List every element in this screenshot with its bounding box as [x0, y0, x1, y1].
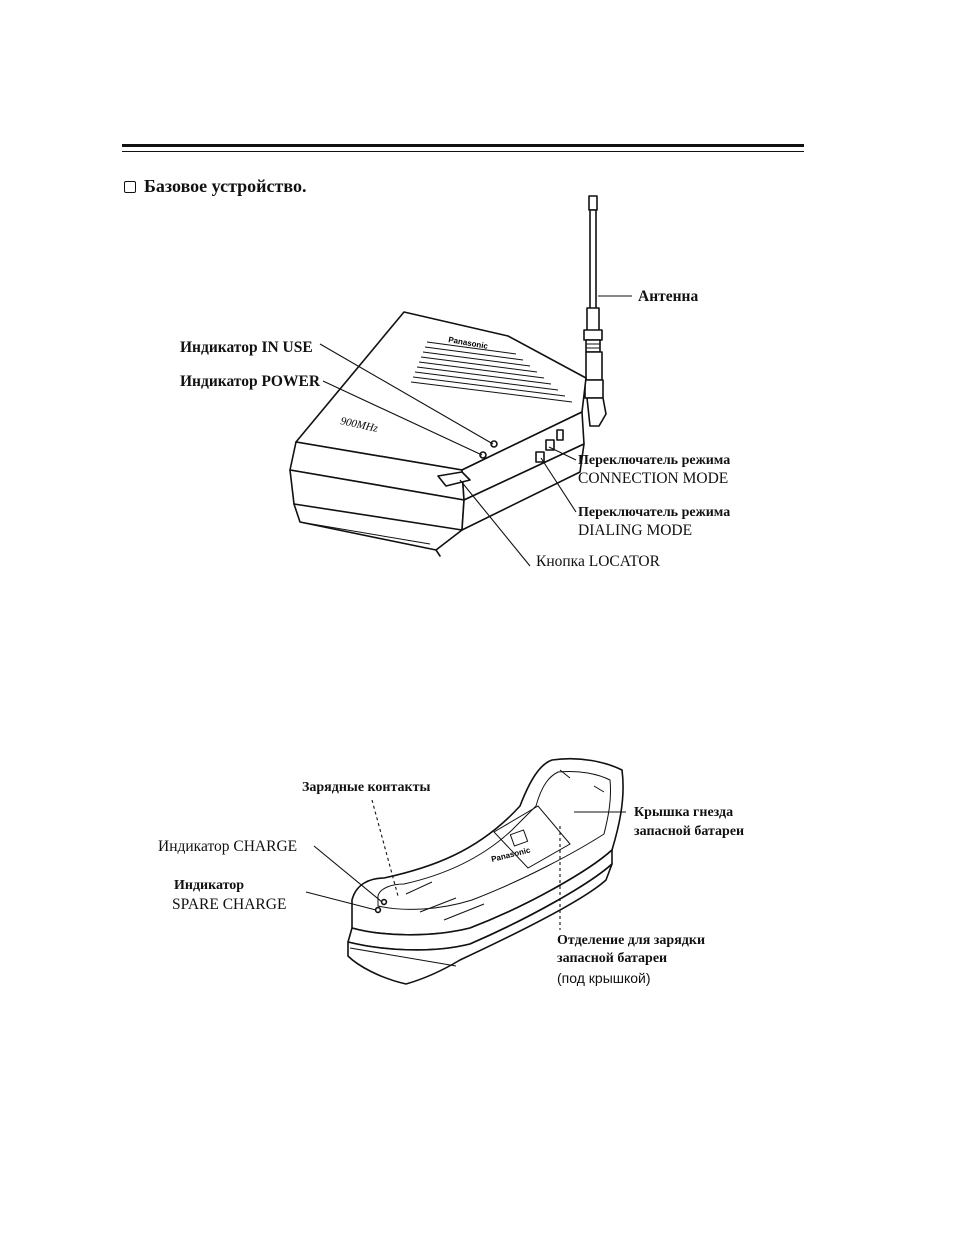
connection-mode-switch[interactable]	[545, 439, 555, 451]
label-spare-indicator-line1: Индикатор	[174, 878, 245, 893]
label-connection-mode-line2: CONNECTION MODE	[578, 470, 729, 487]
label-connection-mode-line1: Переключатель режима	[578, 453, 731, 468]
section-heading: Базовое устройство.	[124, 176, 306, 197]
label-dialing-mode-line1: Переключатель режима	[578, 505, 731, 520]
label-compartment-line2: запасной батареи	[557, 951, 668, 966]
label-compartment-line1: Отделение для зарядки	[557, 933, 706, 948]
checkbox-icon	[124, 180, 136, 193]
header-rule-thick	[122, 144, 804, 147]
label-cover-line2: запасной батареи	[634, 824, 745, 839]
label-power: Индикатор POWER	[180, 373, 321, 390]
label-charge-indicator: Индикатор CHARGE	[158, 838, 298, 855]
label-in-use: Индикатор IN USE	[180, 339, 313, 356]
header-rule-thin	[122, 151, 804, 152]
power-led	[479, 451, 487, 459]
section-heading-text: Базовое устройство.	[144, 176, 307, 196]
charger-drawing	[305, 757, 626, 985]
base-unit-drawing	[289, 195, 632, 567]
label-charge-contacts: Зарядные контакты	[302, 780, 431, 795]
label-cover-line1: Крышка гнезда	[634, 805, 734, 820]
label-dialing-mode-line2: DIALING MODE	[578, 522, 693, 539]
label-antenna: Антенна	[638, 288, 699, 305]
in-use-led	[490, 440, 498, 448]
label-spare-indicator-line2: SPARE CHARGE	[172, 896, 287, 913]
dialing-mode-switch[interactable]	[535, 451, 545, 463]
antenna-drawing	[583, 195, 607, 427]
spare-charge-led	[374, 906, 382, 914]
label-locator: Кнопка LOCATOR	[536, 553, 660, 570]
charge-led	[380, 898, 388, 906]
locator-button[interactable]	[437, 471, 471, 487]
vent-grille	[410, 341, 573, 403]
label-compartment-line3: (под крышкой)	[557, 970, 651, 986]
